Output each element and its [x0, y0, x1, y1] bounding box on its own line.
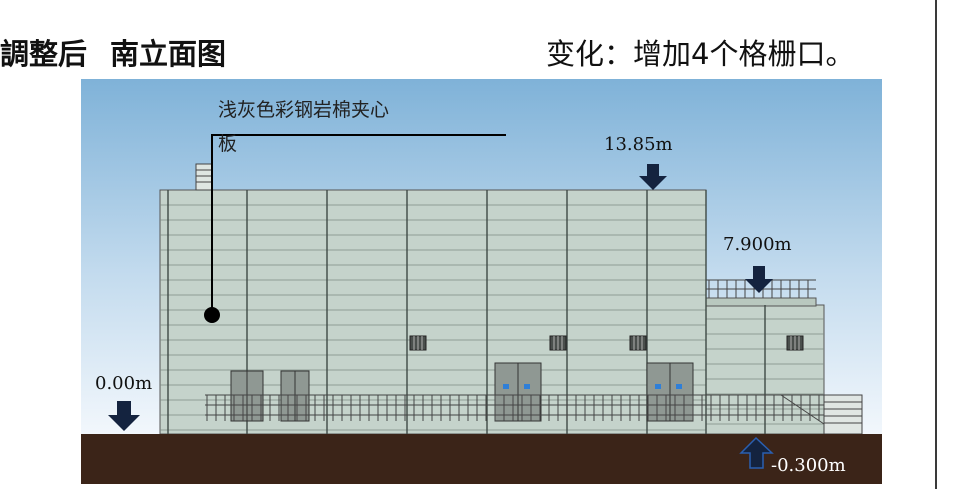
grille-openings: [409, 335, 804, 351]
material-label-line1: 浅灰色彩钢岩棉夹心: [218, 99, 389, 121]
arrow-down-icon: [108, 401, 140, 431]
grille-opening: [409, 335, 427, 351]
material-leader: [204, 134, 506, 323]
stair: [780, 394, 863, 435]
material-label-line2: 板: [218, 133, 237, 155]
page-title: 南立面图: [110, 37, 227, 71]
building: [159, 163, 863, 435]
elevation-top-label: 13.85m: [604, 134, 673, 155]
arrow-down-icon: [639, 164, 667, 190]
south-elevation-drawing: 浅灰色彩钢岩棉夹心 板 13.85m 7.900m 0.00m -0.300m: [81, 79, 882, 484]
arrow-up-icon: [739, 436, 774, 469]
door-indicators: [503, 384, 682, 389]
elevation-mid-label: 7.900m: [723, 234, 792, 255]
change-note: 变化：增加4个格栅口。: [546, 37, 855, 71]
low-wing-parapet: [705, 297, 817, 307]
grille-opening: [549, 335, 567, 351]
doors: [230, 362, 694, 422]
right-border-rule: [935, 0, 937, 489]
roof-vent: [195, 163, 213, 191]
header-left-fragment: 調整后: [0, 37, 88, 71]
ground-railing: [205, 394, 824, 421]
elevation-bottom-label: -0.300m: [771, 455, 846, 476]
elevation-ground-label: 0.00m: [95, 373, 152, 394]
grille-opening: [629, 335, 647, 351]
arrow-down-icon: [745, 266, 773, 293]
wall-panel-lines: [160, 204, 824, 431]
grille-opening: [786, 335, 804, 351]
ground: [81, 434, 882, 484]
